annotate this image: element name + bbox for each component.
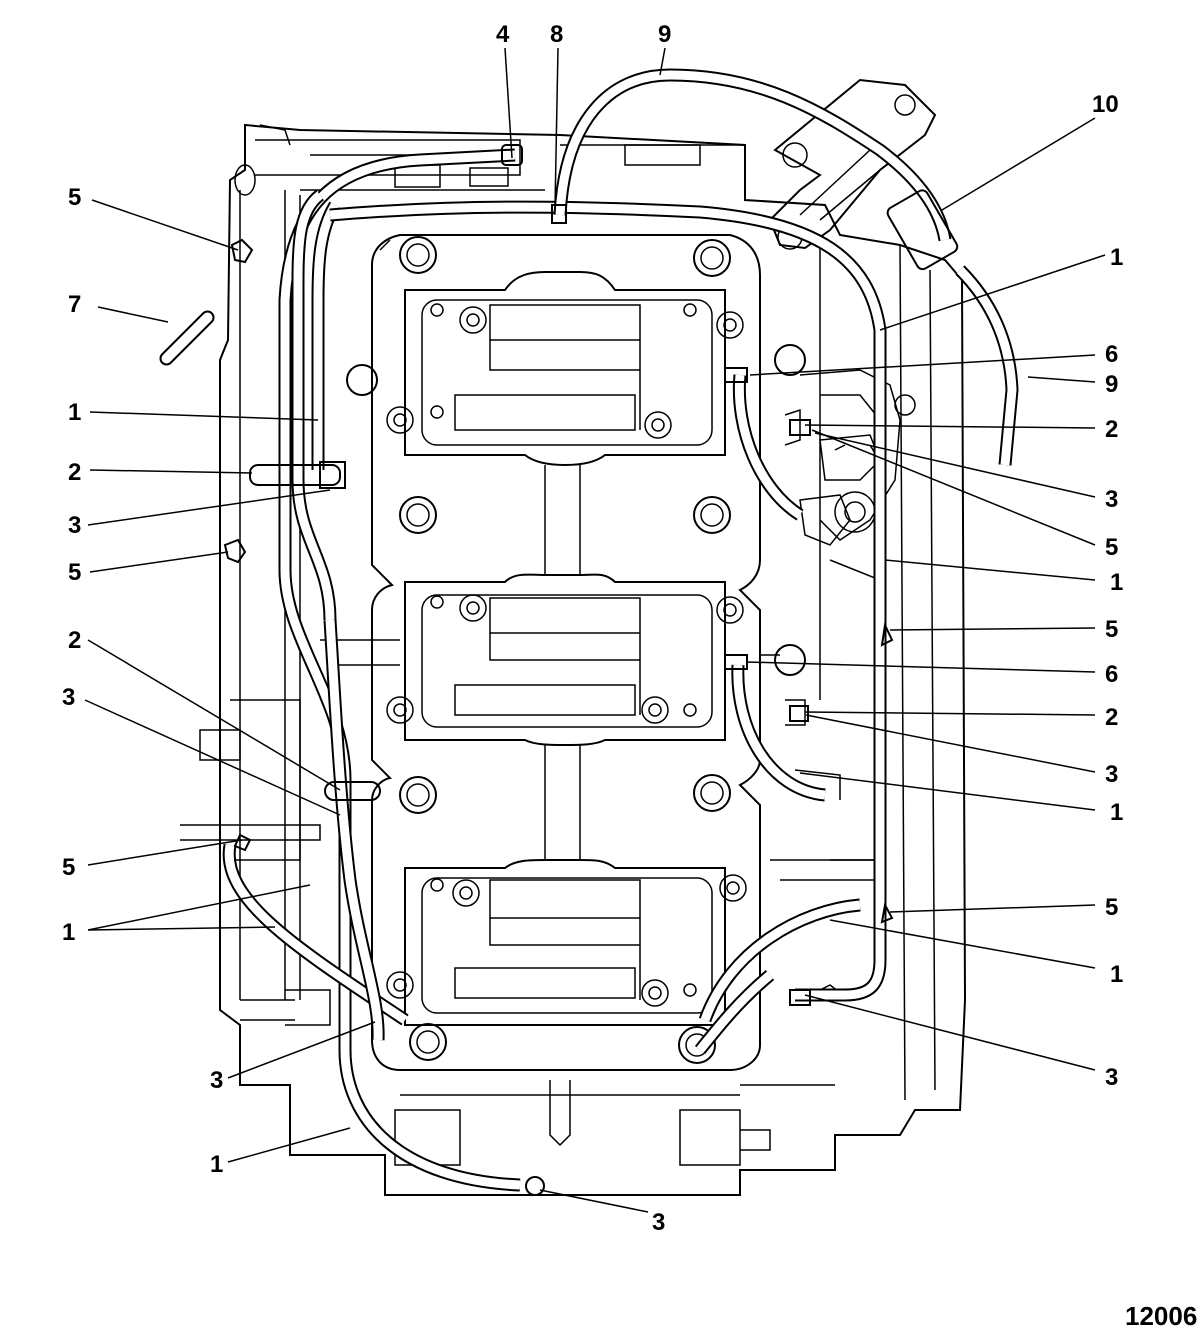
callout-label: 1 <box>1110 244 1123 271</box>
callout-label: 3 <box>1105 761 1118 788</box>
callout-label: 1 <box>1110 569 1123 596</box>
callout-label: 1 <box>1110 961 1123 988</box>
callout-label: 9 <box>1105 371 1118 398</box>
callout-label: 7 <box>68 291 81 318</box>
callout-label: 5 <box>68 559 81 586</box>
fittings <box>159 144 959 1196</box>
callout-label: 3 <box>652 1209 665 1236</box>
callout-label: 2 <box>1105 416 1118 443</box>
callout-label: 5 <box>1105 894 1118 921</box>
callout-label: 3 <box>62 684 75 711</box>
callout-label: 1 <box>210 1151 223 1178</box>
callout-label: 6 <box>1105 661 1118 688</box>
reed-plate-middle <box>386 573 744 746</box>
callout-label: 9 <box>658 21 671 48</box>
figure-number: 12006 <box>1125 1301 1197 1331</box>
callout-label: 3 <box>1105 486 1118 513</box>
leader-lines <box>84 47 1106 1213</box>
callout-label: 1 <box>62 919 75 946</box>
center-cover <box>320 234 780 1071</box>
callout-label: 3 <box>1105 1064 1118 1091</box>
callout-label: 1 <box>1110 799 1123 826</box>
callout-label: 10 <box>1092 91 1119 118</box>
callout-label: 8 <box>550 21 563 48</box>
callout-label: 5 <box>68 184 81 211</box>
callout-label: 5 <box>1105 616 1118 643</box>
callout-label: 4 <box>496 21 510 48</box>
callout-label: 5 <box>62 854 75 881</box>
callout-label: 2 <box>1105 704 1118 731</box>
callout-labels: 4 8 9 10 5 7 1 6 9 1 2 2 3 3 5 5 1 5 2 6… <box>62 21 1123 1236</box>
callout-label: 3 <box>210 1067 223 1094</box>
reed-plate-bottom <box>386 859 747 1026</box>
reed-plate-top <box>386 271 744 467</box>
callout-label: 1 <box>68 399 81 426</box>
linkage-arm <box>768 78 937 250</box>
callout-label: 5 <box>1105 534 1118 561</box>
callout-label: 2 <box>68 459 81 486</box>
callout-label: 6 <box>1105 341 1118 368</box>
callout-label: 2 <box>68 627 81 654</box>
callout-label: 3 <box>68 512 81 539</box>
cover-bolts <box>346 236 806 1064</box>
